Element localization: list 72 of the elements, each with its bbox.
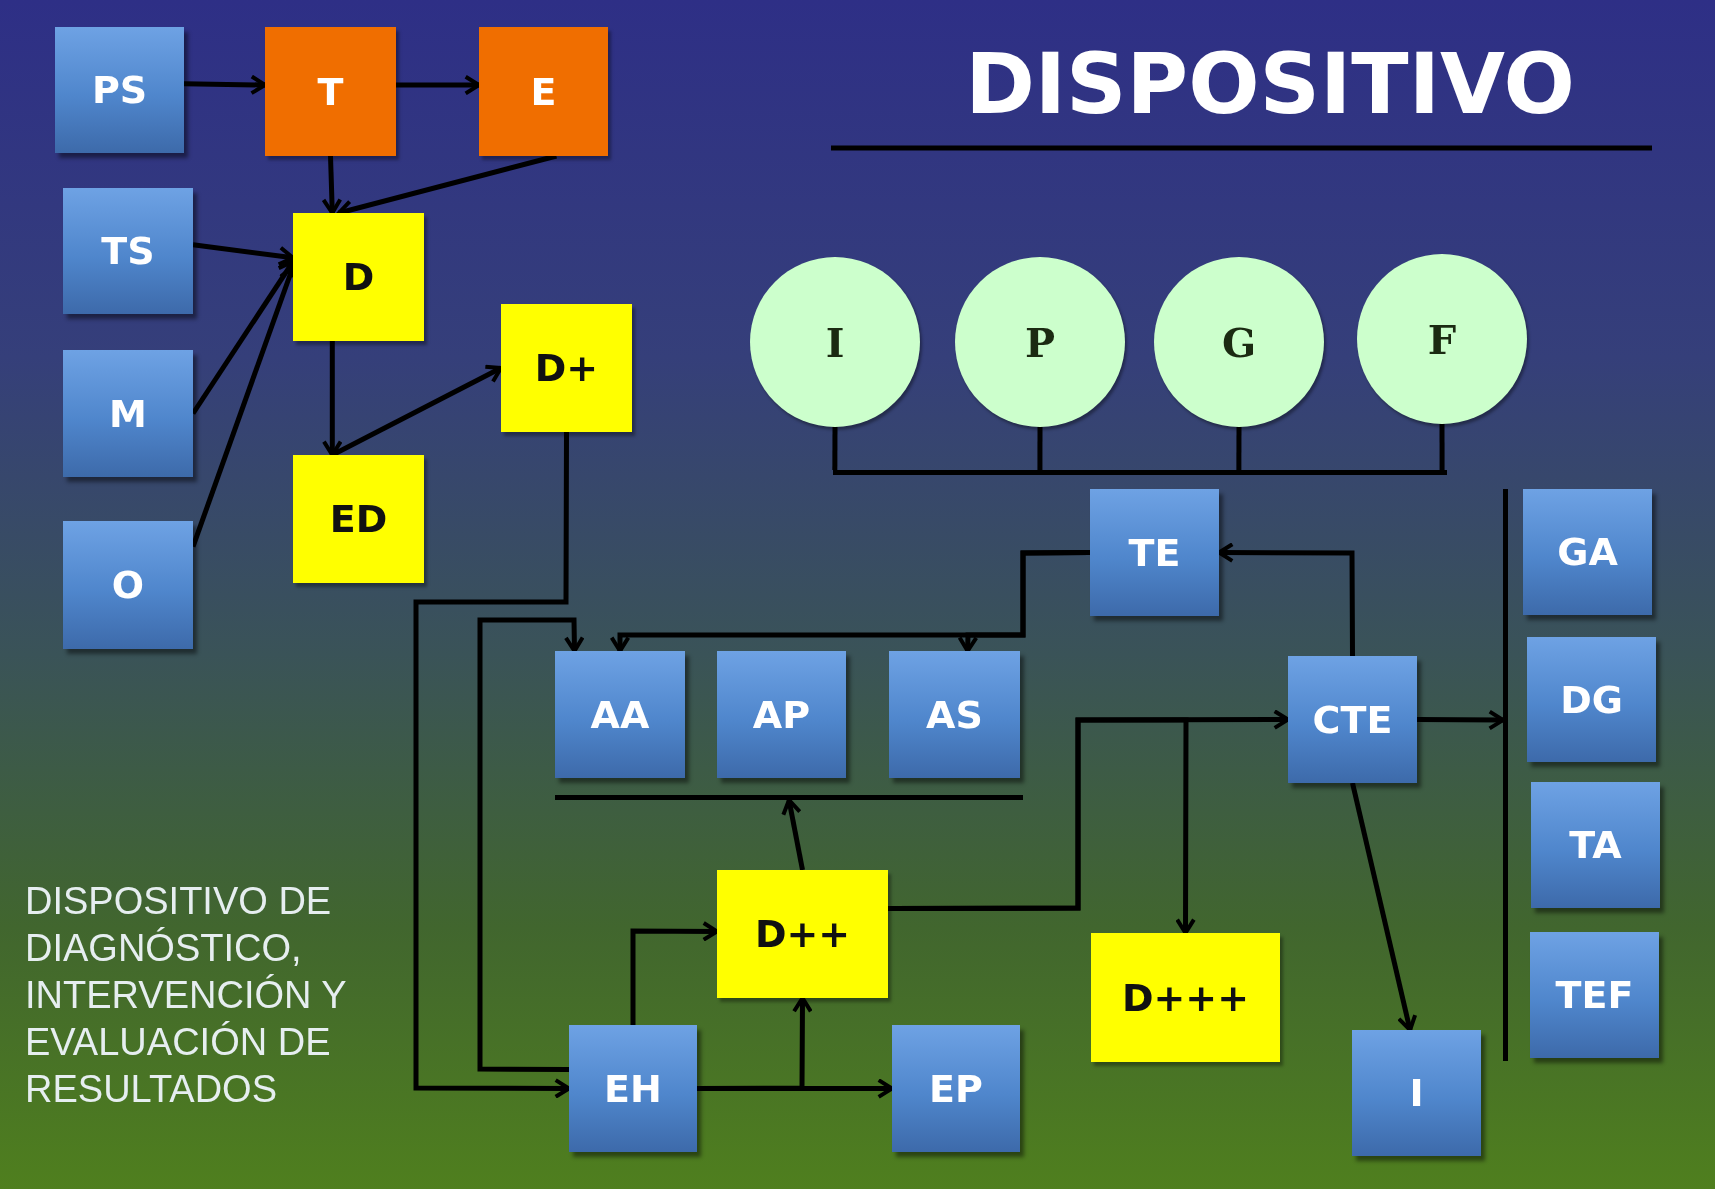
arrow (321, 155, 343, 215)
process-box (569, 1025, 697, 1152)
process-box (63, 521, 193, 649)
box-label: TA (1569, 823, 1622, 867)
process-box (892, 1025, 1020, 1152)
box-label: D+ (534, 346, 599, 390)
process-box (1531, 782, 1660, 908)
process-box (55, 27, 184, 153)
process-box (479, 27, 608, 156)
box-label: P (1024, 318, 1056, 366)
process-box (1288, 656, 1417, 783)
box-label: CTE (1312, 697, 1393, 742)
arrow (183, 74, 267, 96)
process-box (293, 213, 424, 341)
connector-line (1236, 427, 1242, 470)
arrow (781, 798, 805, 871)
process-box (717, 870, 888, 998)
note-text: DISPOSITIVO DE DIAGNÓSTICO, INTERVENCIÓN Y EVALUACIÓN DE RESULTADOS (25, 879, 347, 1112)
box-label: EH (604, 1066, 662, 1111)
arrow (1350, 782, 1418, 1032)
box-label: O (111, 563, 145, 607)
process-box (501, 304, 632, 432)
box-label: TEF (1555, 973, 1634, 1017)
arrow (192, 242, 295, 267)
box-label: TE (1128, 530, 1181, 575)
arrow (396, 74, 481, 96)
box-label: I (1409, 1071, 1424, 1115)
connector-line (832, 427, 838, 470)
box-label: M (109, 391, 147, 436)
process-box (293, 455, 424, 583)
process-box (63, 188, 193, 314)
box-label: D (342, 255, 375, 299)
process-box (1091, 933, 1280, 1062)
arrow (697, 996, 813, 1091)
box-label: AS (926, 692, 983, 737)
process-box (1352, 1030, 1481, 1156)
box-label: EP (929, 1066, 983, 1111)
process-box (63, 350, 193, 477)
process-box (265, 27, 396, 156)
process-box (717, 651, 846, 778)
process-box (555, 651, 685, 778)
process-box (889, 651, 1020, 778)
arrow (630, 921, 719, 1025)
box-label: E (530, 69, 557, 114)
arrow (609, 550, 1090, 653)
box-label: T (317, 69, 344, 114)
arrow (413, 432, 571, 1099)
box-label: AP (752, 692, 811, 737)
bracket-bar (555, 795, 1023, 800)
arrow (477, 617, 585, 1072)
box-label: DG (1560, 677, 1623, 722)
box-label: D+++ (1121, 975, 1250, 1020)
process-box (1523, 489, 1652, 615)
process-box (1090, 489, 1219, 616)
title: DISPOSITIVO (964, 35, 1576, 133)
bracket-bar (1503, 489, 1508, 1061)
connector-line (1037, 427, 1043, 470)
box-label: F (1427, 315, 1457, 363)
arrow (321, 341, 343, 457)
box-label: I (825, 318, 845, 366)
box-label: PS (91, 68, 148, 112)
bracket-bar (833, 470, 1447, 475)
box-label: D++ (754, 912, 851, 956)
box-label: AA (590, 692, 650, 737)
box-label: GA (1557, 530, 1618, 574)
box-label: ED (329, 497, 388, 541)
process-box (1527, 637, 1656, 762)
box-label: TS (101, 229, 155, 273)
arrow (1417, 709, 1505, 731)
process-box (1530, 932, 1659, 1058)
connector-line (1439, 424, 1445, 470)
box-label: G (1221, 318, 1257, 366)
